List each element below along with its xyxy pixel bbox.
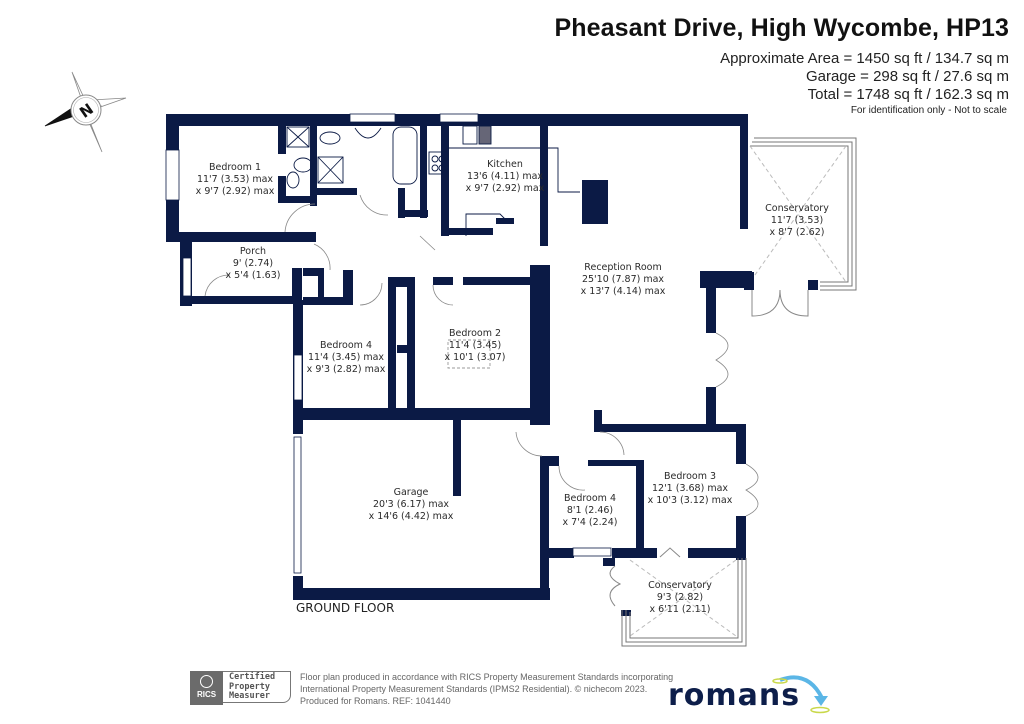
room-conservatory-1: Conservatory 11'7 (3.53) x 8'7 (2.62) (765, 203, 829, 238)
windows (165, 113, 612, 574)
garage-area: Garage = 298 sq ft / 27.6 sq m (805, 68, 1009, 85)
conservatory-frame (749, 137, 857, 317)
property-title: Pheasant Drive, High Wycombe, HP13 (554, 14, 1009, 42)
room-garage: Garage 20'3 (6.17) max x 14'6 (4.42) max (368, 487, 454, 522)
area-summary: Approximate Area = 1450 sq ft / 134.7 sq… (720, 50, 1009, 104)
approximate-area: Approximate Area = 1450 sq ft / 134.7 sq… (720, 50, 1009, 67)
certified-measurer: Certified Property Measurer (223, 671, 291, 703)
room-bedroom-3: Bedroom 3 12'1 (3.68) max x 10'3 (3.12) … (647, 471, 733, 506)
room-conservatory-2: Conservatory 9'3 (2.82) x 6'11 (2.11) (648, 580, 712, 615)
room-bedroom-4-small: Bedroom 4 8'1 (2.46) x 7'4 (2.24) (562, 493, 618, 528)
room-bedroom-2: Bedroom 2 11'4 (3.45) x 10'1 (3.07) (444, 328, 506, 363)
room-bedroom-1: Bedroom 1 11'7 (3.53) max x 9'7 (2.92) m… (195, 162, 275, 197)
conservatory-frame-2 (609, 547, 747, 647)
floor-label: GROUND FLOOR (296, 601, 395, 615)
total-area: Total = 1748 sq ft / 162.3 sq m (807, 86, 1009, 103)
room-porch: Porch 9' (2.74) x 5'4 (1.63) (225, 246, 281, 281)
room-kitchen: Kitchen 13'6 (4.11) max x 9'7 (2.92) max (465, 159, 545, 194)
compass-icon: N (44, 71, 127, 153)
door-swings (204, 194, 759, 517)
rics-badge: RICS Certified Property Measurer (190, 671, 294, 705)
room-bedroom-4: Bedroom 4 11'4 (3.45) max x 9'3 (2.82) m… (306, 340, 386, 375)
romans-logo: romans (668, 672, 838, 717)
logo-arrow-icon (772, 675, 830, 714)
walls (166, 114, 752, 616)
footer-disclaimer: Floor plan produced in accordance with R… (300, 672, 674, 706)
rics-crest-icon (200, 675, 213, 688)
fixtures (286, 125, 580, 369)
scale-note: For identification only - Not to scale (850, 105, 1007, 116)
rics-logo: RICS (190, 671, 223, 705)
room-reception: Reception Room 25'10 (7.87) max x 13'7 (… (580, 262, 666, 297)
